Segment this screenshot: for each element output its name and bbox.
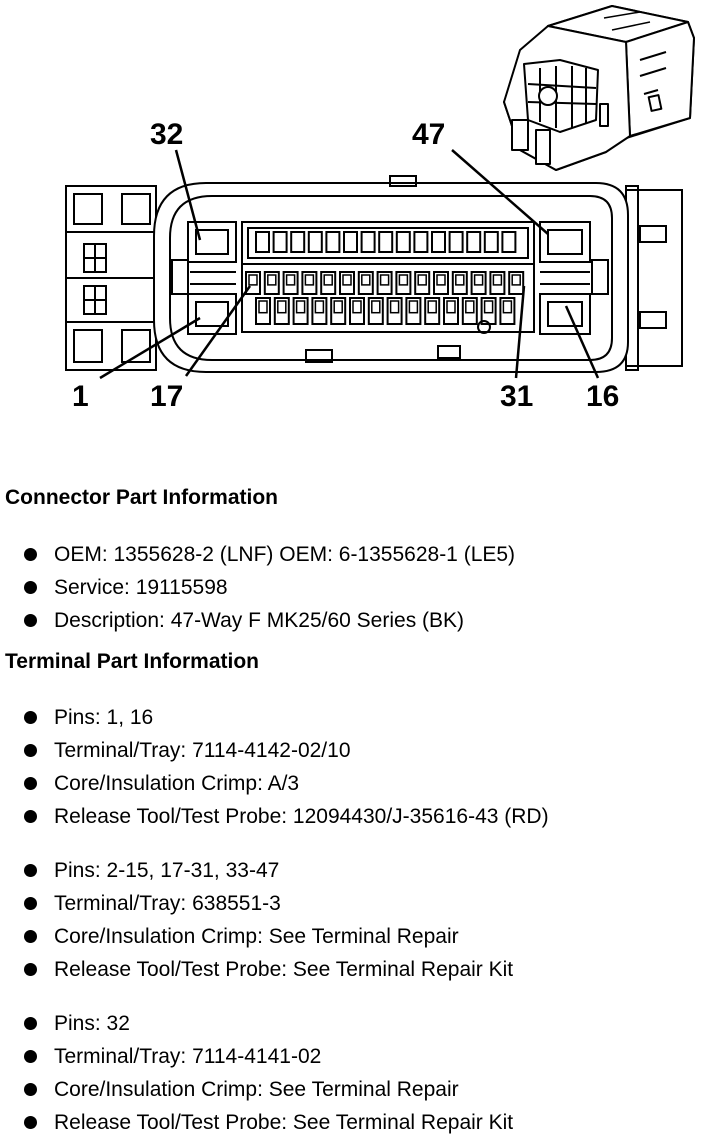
terminal-cavity xyxy=(357,271,374,295)
pin-label-32: 32 xyxy=(150,118,183,151)
pin-label-31: 31 xyxy=(500,380,533,413)
terminal-group-1: Pins: 1, 16 Terminal/Tray: 7114-4142-02/… xyxy=(0,701,549,833)
pin-label-1: 1 xyxy=(72,380,89,413)
terminal-row-middle xyxy=(245,271,525,295)
terminal-cavity xyxy=(367,297,384,325)
pin-label-17: 17 xyxy=(150,380,183,413)
list-item: Core/Insulation Crimp: See Terminal Repa… xyxy=(0,1073,513,1106)
terminal-cavity xyxy=(466,231,482,253)
terminal-row-bottom xyxy=(255,297,516,325)
list-item: Description: 47-Way F MK25/60 Series (BK… xyxy=(0,604,515,637)
terminal-cavity xyxy=(292,297,309,325)
list-item: Terminal/Tray: 7114-4141-02 xyxy=(0,1040,513,1073)
terminal-cavity xyxy=(431,231,446,253)
terminal-block xyxy=(241,221,535,333)
pin-label-16: 16 xyxy=(586,380,619,413)
list-item: OEM: 1355628-2 (LNF) OEM: 6-1355628-1 (L… xyxy=(0,538,515,571)
terminal-cavity xyxy=(413,231,429,253)
list-item: Terminal/Tray: 638551-3 xyxy=(0,887,513,920)
list-item: Pins: 2-15, 17-31, 33-47 xyxy=(0,854,513,887)
terminal-cavity xyxy=(424,297,441,325)
leader-lines xyxy=(99,149,600,380)
terminal-group-3: Pins: 32 Terminal/Tray: 7114-4141-02 Cor… xyxy=(0,1007,513,1139)
terminal-cavity xyxy=(255,297,271,325)
terminal-cavity xyxy=(349,297,365,325)
terminal-cavity xyxy=(290,231,306,253)
terminal-cavity xyxy=(508,271,525,295)
terminal-cavity xyxy=(255,231,270,253)
terminal-cavity xyxy=(443,297,459,325)
terminal-cavity xyxy=(330,297,347,325)
terminal-cavity xyxy=(301,271,318,295)
terminal-info-title: Terminal Part Information xyxy=(5,650,259,673)
terminal-cavity xyxy=(273,297,290,325)
connector-info-title: Connector Part Information xyxy=(5,486,279,509)
terminal-cavity xyxy=(499,297,516,325)
terminal-group-2: Pins: 2-15, 17-31, 33-47 Terminal/Tray: … xyxy=(0,854,513,986)
connector-info-list: OEM: 1355628-2 (LNF) OEM: 6-1355628-1 (L… xyxy=(0,538,515,637)
pin-label-47: 47 xyxy=(412,118,445,151)
terminal-cavity xyxy=(311,297,328,325)
list-item: Pins: 32 xyxy=(0,1007,513,1040)
terminal-cavity xyxy=(414,271,431,295)
terminal-cavity xyxy=(343,231,358,253)
terminal-cavity xyxy=(451,271,468,295)
list-item: Core/Insulation Crimp: See Terminal Repa… xyxy=(0,920,513,953)
terminal-cavity xyxy=(501,231,517,253)
terminal-cavity xyxy=(307,231,323,253)
terminal-cavity xyxy=(489,271,506,295)
list-item: Release Tool/Test Probe: See Terminal Re… xyxy=(0,953,513,986)
list-item: Service: 19115598 xyxy=(0,571,515,604)
list-item: Pins: 1, 16 xyxy=(0,701,549,734)
terminal-cavity xyxy=(272,231,288,253)
terminal-cavity xyxy=(378,231,394,253)
terminal-cavity xyxy=(376,271,393,295)
terminal-cavity xyxy=(282,271,299,295)
terminal-row-top xyxy=(255,231,517,253)
polarization-mark xyxy=(477,320,491,334)
terminal-cavity xyxy=(360,231,376,253)
terminal-cavity xyxy=(325,231,341,253)
list-item: Core/Insulation Crimp: A/3 xyxy=(0,767,549,800)
terminal-cavity xyxy=(470,271,487,295)
terminal-cavity xyxy=(483,231,499,253)
list-item: Release Tool/Test Probe: 12094430/J-3561… xyxy=(0,800,549,833)
connector-3d-illustration xyxy=(503,5,695,171)
terminal-cavity xyxy=(395,231,411,253)
terminal-cavity xyxy=(448,231,464,253)
terminal-cavity xyxy=(339,271,355,295)
terminal-cavity xyxy=(405,297,422,325)
terminal-cavity xyxy=(386,297,403,325)
list-item: Terminal/Tray: 7114-4142-02/10 xyxy=(0,734,549,767)
terminal-cavity xyxy=(320,271,337,295)
corner-cavities xyxy=(171,221,609,335)
list-item: Release Tool/Test Probe: See Terminal Re… xyxy=(0,1106,513,1139)
terminal-cavity xyxy=(263,271,280,295)
terminal-cavity xyxy=(433,271,449,295)
connector-diagram: 32 47 1 17 31 16 xyxy=(65,5,695,413)
terminal-cavity xyxy=(395,271,412,295)
terminal-cavity xyxy=(461,297,478,325)
